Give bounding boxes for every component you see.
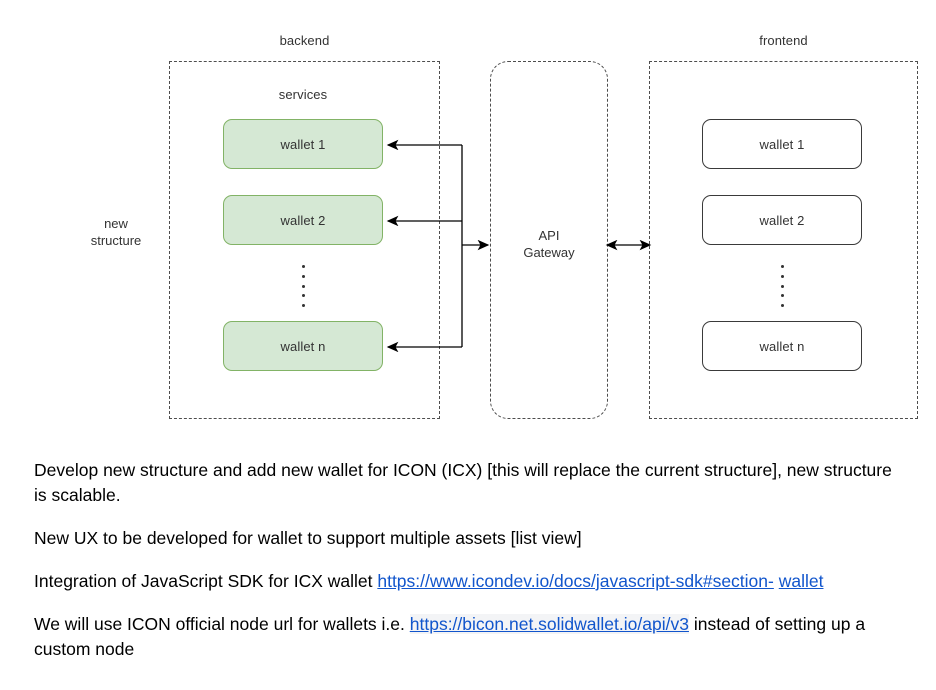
frontend-wallet-box-n[interactable]: wallet n [702, 321, 862, 371]
ellipsis-dot [301, 304, 305, 307]
api-gateway-line1: API [538, 228, 560, 243]
new-structure-line1: new [104, 216, 128, 231]
connector-wires [386, 139, 652, 353]
ellipsis-dot [301, 274, 305, 278]
ellipsis-dot [780, 284, 784, 288]
frontend-wallet-box-2[interactable]: wallet 2 [702, 195, 862, 245]
note-3-prefix: Integration of JavaScript SDK for ICX wa… [34, 571, 378, 591]
backend-wallet-box-1[interactable]: wallet 1 [223, 119, 383, 169]
services-label: services [278, 87, 328, 102]
architecture-diagram: backend frontend new structure services w… [68, 33, 918, 419]
icon-node-url-link[interactable]: https://bicon.net.solidwallet.io/api/v3 [409, 614, 689, 634]
ellipsis-dot [780, 294, 784, 298]
javascript-sdk-link[interactable]: https://www.icondev.io/docs/javascript-s… [377, 571, 774, 591]
zone-label-backend: backend [279, 33, 330, 48]
ellipsis-dot [780, 304, 784, 307]
backend-wallet-box-n[interactable]: wallet n [223, 321, 383, 371]
backend-wallet-box-2[interactable]: wallet 2 [223, 195, 383, 245]
javascript-sdk-link-wallet[interactable]: wallet [778, 571, 824, 591]
backend-ellipsis-dots [295, 265, 311, 307]
note-paragraph-1: Develop new structure and add new wallet… [34, 460, 892, 505]
new-structure-line2: structure [90, 233, 142, 248]
note-paragraph-3: Integration of JavaScript SDK for ICX wa… [34, 569, 898, 594]
ellipsis-dot [780, 265, 784, 268]
api-gateway-line2: Gateway [523, 245, 575, 260]
note-4-suffix: instead of setting up a custom node [34, 614, 866, 659]
note-4-prefix: We will use ICON official node url for w… [34, 614, 410, 634]
note-paragraph-2: New UX to be developed for wallet to sup… [34, 528, 582, 548]
frontend-wallet-box-1[interactable]: wallet 1 [702, 119, 862, 169]
ellipsis-dot [301, 265, 305, 268]
backend-zone-box [169, 61, 440, 419]
api-gateway-label: API Gateway [490, 227, 608, 261]
ellipsis-dot [301, 284, 305, 288]
ellipsis-dot [780, 274, 784, 278]
notes-section: Develop new structure and add new wallet… [34, 458, 898, 662]
frontend-ellipsis-dots [774, 265, 790, 307]
ellipsis-dot [301, 294, 305, 298]
new-structure-label: new structure [68, 215, 164, 249]
note-paragraph-4: We will use ICON official node url for w… [34, 612, 898, 662]
zone-label-frontend: frontend [759, 33, 808, 48]
